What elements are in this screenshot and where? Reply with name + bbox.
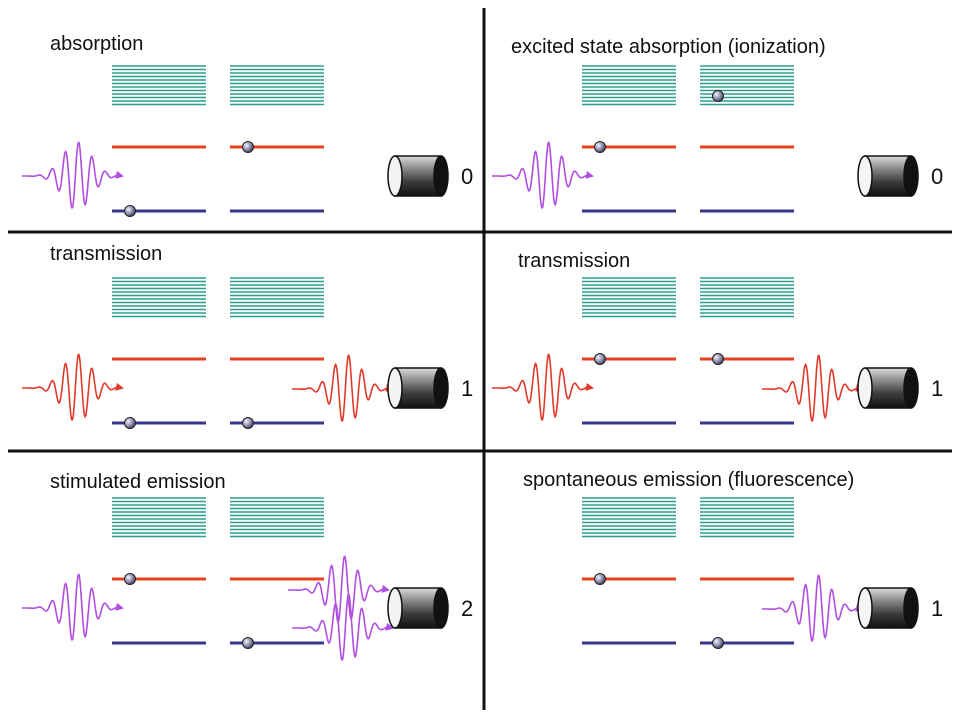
energy-levels bbox=[112, 577, 324, 645]
panel-title: absorption bbox=[50, 33, 143, 55]
electron bbox=[124, 417, 136, 429]
light-pulse bbox=[492, 141, 594, 210]
electron bbox=[242, 417, 254, 429]
electron bbox=[242, 141, 254, 153]
electrons bbox=[124, 417, 254, 429]
light-pulses bbox=[492, 141, 594, 210]
detector-end bbox=[433, 587, 449, 629]
photon-count: 0 bbox=[461, 164, 473, 189]
conduction-bands bbox=[582, 497, 794, 538]
electrons bbox=[124, 141, 254, 217]
electrons bbox=[124, 573, 254, 649]
light-pulses bbox=[22, 353, 394, 423]
panel-title: transmission bbox=[50, 243, 162, 265]
light-pulses bbox=[22, 141, 124, 210]
light-pulse bbox=[292, 593, 394, 662]
light-pulses bbox=[22, 555, 394, 662]
detector-icon bbox=[387, 367, 449, 409]
light-pulse bbox=[762, 574, 864, 643]
electrons bbox=[594, 90, 724, 153]
energy-levels bbox=[112, 145, 324, 213]
electron bbox=[712, 90, 724, 102]
light-pulse bbox=[492, 353, 594, 422]
conduction-bands bbox=[112, 65, 324, 106]
detector-icon bbox=[857, 367, 919, 409]
detector-end bbox=[903, 587, 919, 629]
light-pulse bbox=[22, 573, 124, 642]
photon-count: 1 bbox=[931, 596, 943, 621]
energy-levels bbox=[112, 357, 324, 425]
detector-icon bbox=[387, 587, 449, 629]
photon-count: 1 bbox=[931, 376, 943, 401]
energy-levels bbox=[582, 357, 794, 425]
panel-spontaneous-emission: spontaneous emission (fluorescence) 1 bbox=[523, 469, 943, 649]
electron bbox=[712, 353, 724, 365]
detector-end bbox=[903, 367, 919, 409]
detector-icon bbox=[857, 587, 919, 629]
light-pulses bbox=[762, 574, 864, 643]
detector-face bbox=[857, 367, 873, 409]
panel-absorption: absorption 0 bbox=[22, 33, 473, 217]
detector-end bbox=[433, 155, 449, 197]
conduction-bands bbox=[582, 65, 794, 106]
panel-title: transmission bbox=[518, 250, 630, 272]
light-pulse bbox=[762, 354, 864, 423]
detector-icon bbox=[857, 155, 919, 197]
panel-title: excited state absorption (ionization) bbox=[511, 36, 826, 58]
light-pulse bbox=[22, 141, 124, 210]
electron bbox=[594, 141, 606, 153]
electron bbox=[712, 637, 724, 649]
panel-excited-state-absorption: excited state absorption (ionization) 0 bbox=[492, 36, 943, 213]
detector-icon bbox=[387, 155, 449, 197]
conduction-bands bbox=[112, 497, 324, 538]
electron bbox=[124, 205, 136, 217]
detector-end bbox=[433, 367, 449, 409]
conduction-bands bbox=[582, 277, 794, 318]
detector-face bbox=[857, 155, 873, 197]
panel-stimulated-emission: stimulated emission 2 bbox=[22, 471, 473, 662]
electrons bbox=[594, 353, 724, 365]
panel-transmission-right: transmission 1 bbox=[492, 250, 943, 425]
energy-levels bbox=[582, 577, 794, 645]
photon-count: 2 bbox=[461, 596, 473, 621]
detector-face bbox=[857, 587, 873, 629]
electron bbox=[124, 573, 136, 585]
panel-title: spontaneous emission (fluorescence) bbox=[523, 469, 854, 491]
detector-face bbox=[387, 155, 403, 197]
light-pulses bbox=[492, 353, 864, 423]
light-pulse bbox=[22, 353, 124, 422]
detector-face bbox=[387, 587, 403, 629]
electron bbox=[594, 573, 606, 585]
electron bbox=[594, 353, 606, 365]
detector-face bbox=[387, 367, 403, 409]
electron bbox=[242, 637, 254, 649]
panel-transmission-left: transmission 1 bbox=[22, 243, 473, 429]
photon-count: 1 bbox=[461, 376, 473, 401]
light-pulse bbox=[292, 354, 394, 423]
energy-levels bbox=[582, 145, 794, 213]
panel-title: stimulated emission bbox=[50, 471, 226, 493]
electrons bbox=[594, 573, 724, 649]
detector-end bbox=[903, 155, 919, 197]
conduction-bands bbox=[112, 277, 324, 318]
photon-count: 0 bbox=[931, 164, 943, 189]
